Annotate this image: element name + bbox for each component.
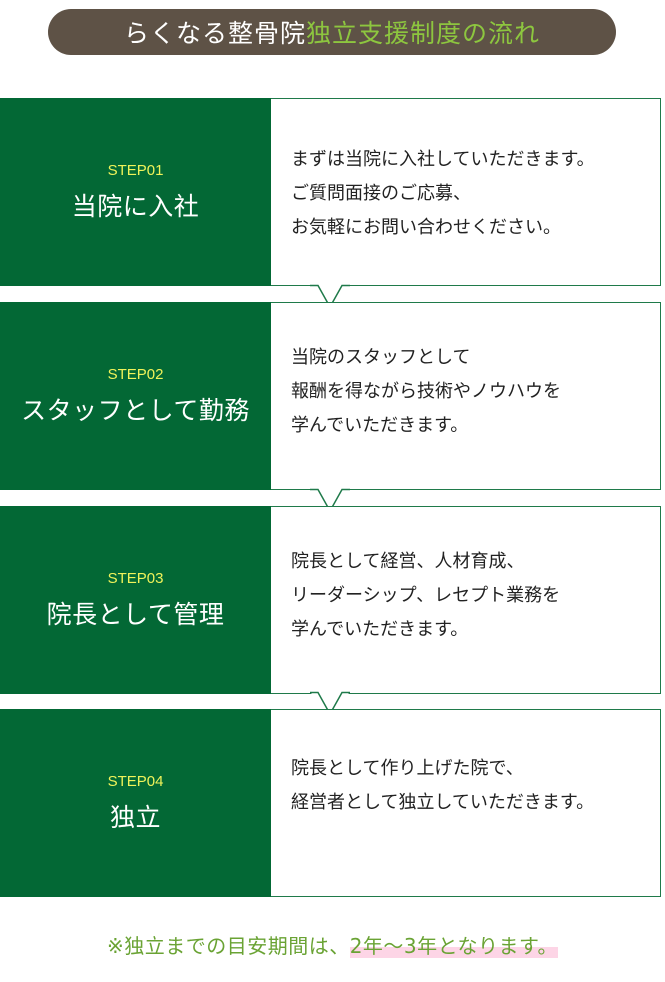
header-title-main: らくなる整骨院 bbox=[123, 19, 306, 48]
step-2: STEP02 スタッフとして勤務 当院のスタッフとして 報酬を得ながら技術やノウ… bbox=[0, 302, 663, 490]
step-description: 院長として作り上げた院で、 経営者として独立していただきます。 bbox=[291, 758, 595, 813]
step-4-label-panel: STEP04 独立 bbox=[0, 709, 271, 897]
step-2-description-panel: 当院のスタッフとして 報酬を得ながら技術やノウハウを 学んでいただきます。 bbox=[271, 302, 661, 490]
step-3-description-panel: 院長として経営、人材育成、 リーダーシップ、レセプト業務を 学んでいただきます。 bbox=[271, 506, 661, 694]
step-4: STEP04 独立 院長として作り上げた院で、 経営者として独立していただきます… bbox=[0, 709, 663, 897]
footer-note-highlight: 2年〜3年となります。 bbox=[349, 934, 559, 958]
step-title: 当院に入社 bbox=[71, 191, 200, 221]
step-2-label-panel: STEP02 スタッフとして勤務 bbox=[0, 302, 271, 490]
step-title: 独立 bbox=[109, 802, 161, 832]
step-description: まずは当院に入社していただきます。 ご質問面接のご応募、 お気軽にお問い合わせく… bbox=[291, 149, 595, 238]
step-3: STEP03 院長として管理 院長として経営、人材育成、 リーダーシップ、レセプ… bbox=[0, 506, 663, 694]
step-1-description-panel: まずは当院に入社していただきます。 ご質問面接のご応募、 お気軽にお問い合わせく… bbox=[271, 98, 661, 286]
step-title: 院長として管理 bbox=[46, 599, 225, 629]
step-number: STEP01 bbox=[107, 161, 164, 179]
step-number: STEP03 bbox=[107, 569, 164, 587]
step-title: スタッフとして勤務 bbox=[21, 395, 250, 425]
step-number: STEP02 bbox=[107, 365, 164, 383]
footer-note: ※独立までの目安期間は、2年〜3年となります。 bbox=[0, 930, 665, 959]
step-description: 院長として経営、人材育成、 リーダーシップ、レセプト業務を 学んでいただきます。 bbox=[291, 551, 561, 640]
header-title-accent: 独立支援制度の流れ bbox=[306, 19, 541, 48]
step-description: 当院のスタッフとして 報酬を得ながら技術やノウハウを 学んでいただきます。 bbox=[291, 347, 561, 436]
step-4-description-panel: 院長として作り上げた院で、 経営者として独立していただきます。 bbox=[271, 709, 661, 897]
step-1: STEP01 当院に入社 まずは当院に入社していただきます。 ご質問面接のご応募… bbox=[0, 98, 663, 286]
page-header: らくなる整骨院 独立支援制度の流れ bbox=[48, 9, 616, 55]
step-3-label-panel: STEP03 院長として管理 bbox=[0, 506, 271, 694]
step-1-label-panel: STEP01 当院に入社 bbox=[0, 98, 271, 286]
step-number: STEP04 bbox=[107, 772, 164, 790]
footer-note-prefix: ※独立までの目安期間は、 bbox=[106, 934, 350, 958]
